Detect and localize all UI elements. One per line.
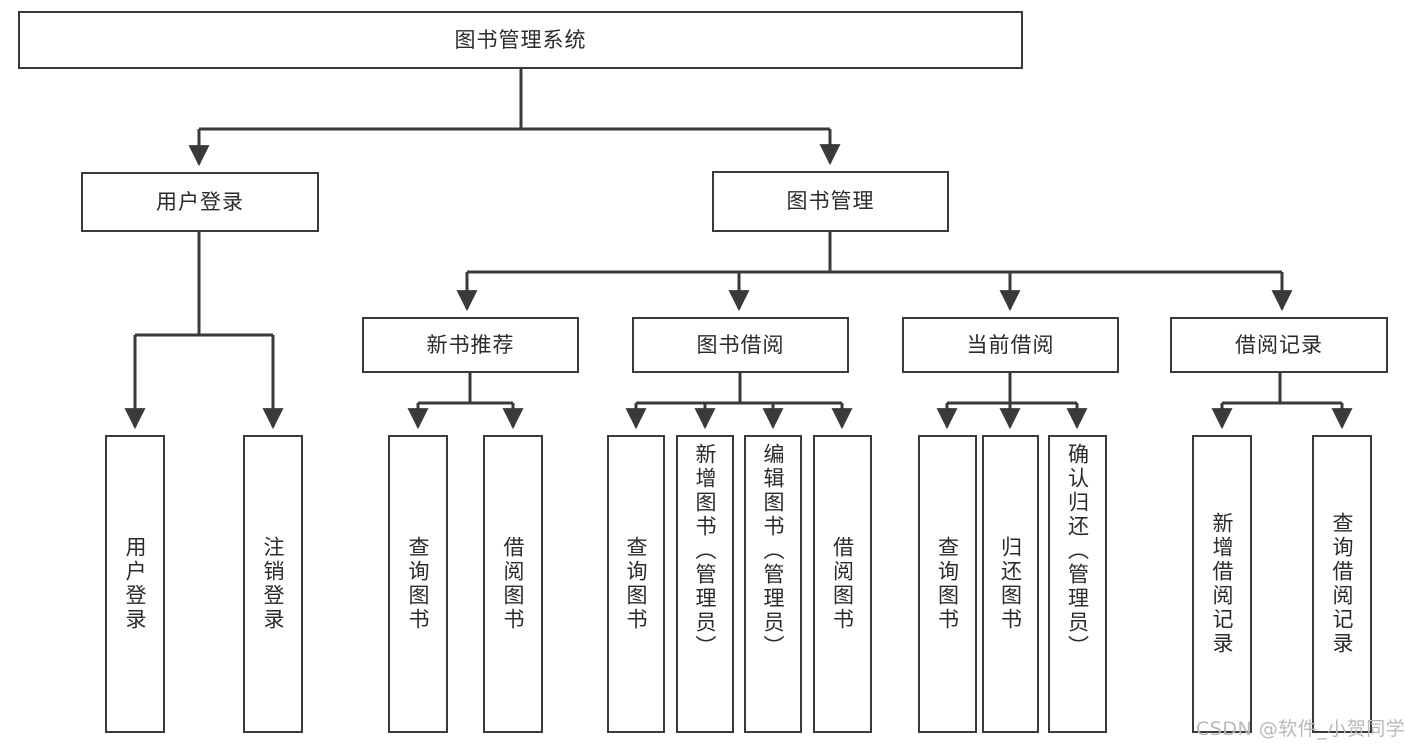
leaf-logout[interactable]: 注销登录	[243, 435, 303, 733]
node-user-login[interactable]: 用户登录	[81, 172, 319, 232]
leaf-user-login[interactable]: 用户登录	[105, 435, 165, 733]
leaf-query-book-current[interactable]: 查询图书	[918, 435, 977, 733]
leaf-query-book-borrow[interactable]: 查询图书	[607, 435, 665, 733]
leaf-edit-book-admin[interactable]: 编辑图书（管理员）	[744, 435, 802, 733]
node-book-management[interactable]: 图书管理	[712, 171, 949, 232]
leaf-query-borrow-record[interactable]: 查询借阅记录	[1312, 435, 1372, 733]
leaf-add-book-admin[interactable]: 新增图书（管理员）	[676, 435, 734, 733]
leaf-query-book-recommend[interactable]: 查询图书	[388, 435, 448, 733]
leaf-borrow-book-recommend[interactable]: 借阅图书	[483, 435, 543, 733]
leaf-confirm-return-admin[interactable]: 确认归还（管理员）	[1048, 435, 1107, 733]
leaf-borrow-book[interactable]: 借阅图书	[813, 435, 872, 733]
leaf-add-borrow-record[interactable]: 新增借阅记录	[1192, 435, 1252, 733]
node-new-book-recommend[interactable]: 新书推荐	[362, 317, 579, 373]
node-current-borrow[interactable]: 当前借阅	[902, 317, 1119, 373]
node-borrow-record[interactable]: 借阅记录	[1170, 317, 1388, 373]
node-book-borrow[interactable]: 图书借阅	[632, 317, 849, 373]
csdn-watermark: CSDN @软件_小贺同学	[1196, 718, 1405, 740]
leaf-return-book[interactable]: 归还图书	[982, 435, 1039, 733]
node-root[interactable]: 图书管理系统	[18, 11, 1023, 69]
